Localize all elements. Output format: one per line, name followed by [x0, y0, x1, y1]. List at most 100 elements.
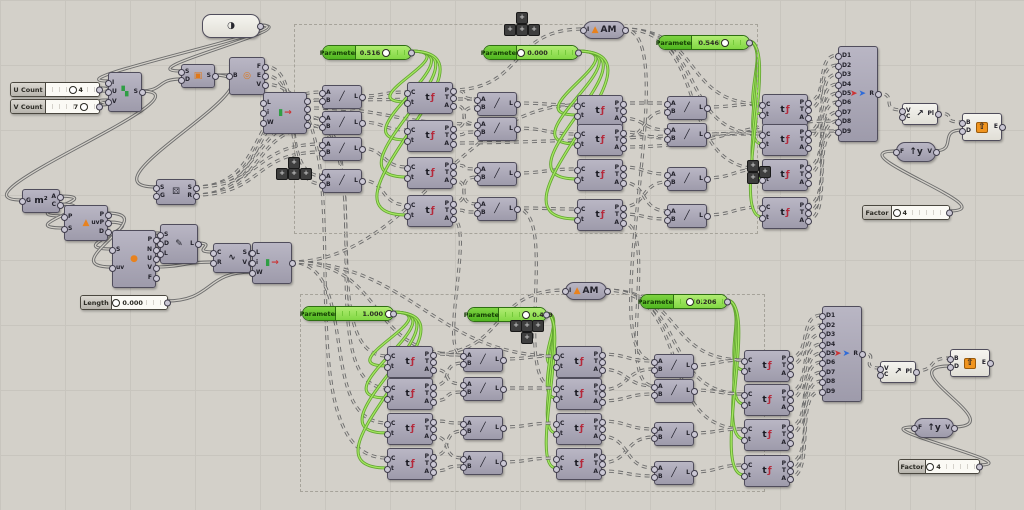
- slider-label[interactable]: Parameter: [464, 308, 502, 321]
- output-port[interactable]: [804, 107, 812, 114]
- input-port[interactable]: [818, 313, 826, 321]
- input-port[interactable]: [758, 215, 766, 222]
- output-port[interactable]: [56, 201, 64, 209]
- output-port[interactable]: [804, 179, 812, 187]
- input-port[interactable]: [225, 73, 233, 80]
- slider-track[interactable]: 4: [926, 460, 979, 473]
- input-port[interactable]: [259, 110, 267, 117]
- input-port[interactable]: [403, 128, 411, 135]
- output-port[interactable]: [429, 366, 437, 374]
- input-port[interactable]: [383, 364, 391, 371]
- input-port[interactable]: [958, 119, 966, 127]
- output-port[interactable]: [303, 106, 311, 113]
- input-port[interactable]: [663, 128, 671, 136]
- output-port[interactable]: [786, 404, 794, 412]
- input-port[interactable]: [740, 392, 748, 399]
- input-port[interactable]: [663, 209, 671, 217]
- input-port[interactable]: [473, 129, 481, 137]
- output-port[interactable]: [786, 424, 794, 432]
- output-port[interactable]: [804, 210, 812, 217]
- input-port[interactable]: [958, 128, 966, 136]
- input-port[interactable]: [473, 167, 481, 175]
- input-port[interactable]: [383, 456, 391, 463]
- mini-button[interactable]: +: [300, 168, 312, 180]
- slider-label[interactable]: Factor: [899, 460, 926, 473]
- output-port[interactable]: [976, 463, 983, 470]
- slider-knob[interactable]: [517, 48, 526, 57]
- output-port[interactable]: [598, 453, 606, 461]
- input-port[interactable]: [473, 122, 481, 130]
- output-port[interactable]: [499, 460, 507, 467]
- input-port[interactable]: [403, 100, 411, 107]
- output-port[interactable]: [303, 114, 311, 121]
- input-port[interactable]: [552, 354, 560, 361]
- slider-label[interactable]: V Count: [11, 100, 46, 113]
- output-port[interactable]: [703, 213, 711, 220]
- output-port[interactable]: [619, 129, 627, 137]
- input-port[interactable]: [403, 138, 411, 145]
- output-port[interactable]: [429, 461, 437, 468]
- output-port[interactable]: [429, 398, 437, 406]
- input-port[interactable]: [818, 351, 826, 358]
- output-port[interactable]: [408, 49, 415, 56]
- mini-button[interactable]: +: [504, 24, 516, 36]
- input-port[interactable]: [403, 90, 411, 97]
- output-port[interactable]: [874, 91, 882, 98]
- input-port[interactable]: [473, 202, 481, 210]
- input-port[interactable]: [740, 368, 748, 375]
- output-port[interactable]: [449, 95, 457, 102]
- input-port[interactable]: [561, 288, 569, 295]
- output-port[interactable]: [619, 179, 627, 187]
- output-port[interactable]: [690, 363, 698, 370]
- output-port[interactable]: [912, 369, 920, 376]
- input-port[interactable]: [892, 149, 900, 156]
- output-port[interactable]: [513, 126, 521, 133]
- slider-label[interactable]: Length: [81, 296, 112, 309]
- slider-knob[interactable]: [892, 208, 901, 217]
- output-port[interactable]: [429, 359, 437, 366]
- input-port[interactable]: [663, 101, 671, 109]
- input-port[interactable]: [108, 265, 116, 273]
- output-port[interactable]: [598, 433, 606, 441]
- output-port[interactable]: [703, 132, 711, 139]
- input-port[interactable]: [834, 128, 842, 136]
- input-port[interactable]: [259, 100, 267, 107]
- output-port[interactable]: [449, 125, 457, 133]
- input-port[interactable]: [740, 358, 748, 365]
- slider-track[interactable]: 0.206: [674, 295, 727, 308]
- input-port[interactable]: [573, 177, 581, 184]
- slider-track[interactable]: 0.000: [112, 296, 167, 309]
- mini-button[interactable]: +: [747, 172, 759, 184]
- input-port[interactable]: [152, 193, 160, 200]
- input-port[interactable]: [248, 260, 256, 267]
- output-port[interactable]: [619, 172, 627, 179]
- input-port[interactable]: [834, 62, 842, 70]
- output-port[interactable]: [786, 460, 794, 468]
- output-port[interactable]: [499, 425, 507, 432]
- output-port[interactable]: [619, 204, 627, 212]
- input-port[interactable]: [650, 391, 658, 399]
- amplitude-pill[interactable]: I▲AM: [579, 21, 629, 39]
- input-port[interactable]: [473, 97, 481, 105]
- input-port[interactable]: [459, 360, 467, 368]
- output-port[interactable]: [598, 366, 606, 374]
- output-port[interactable]: [804, 144, 812, 152]
